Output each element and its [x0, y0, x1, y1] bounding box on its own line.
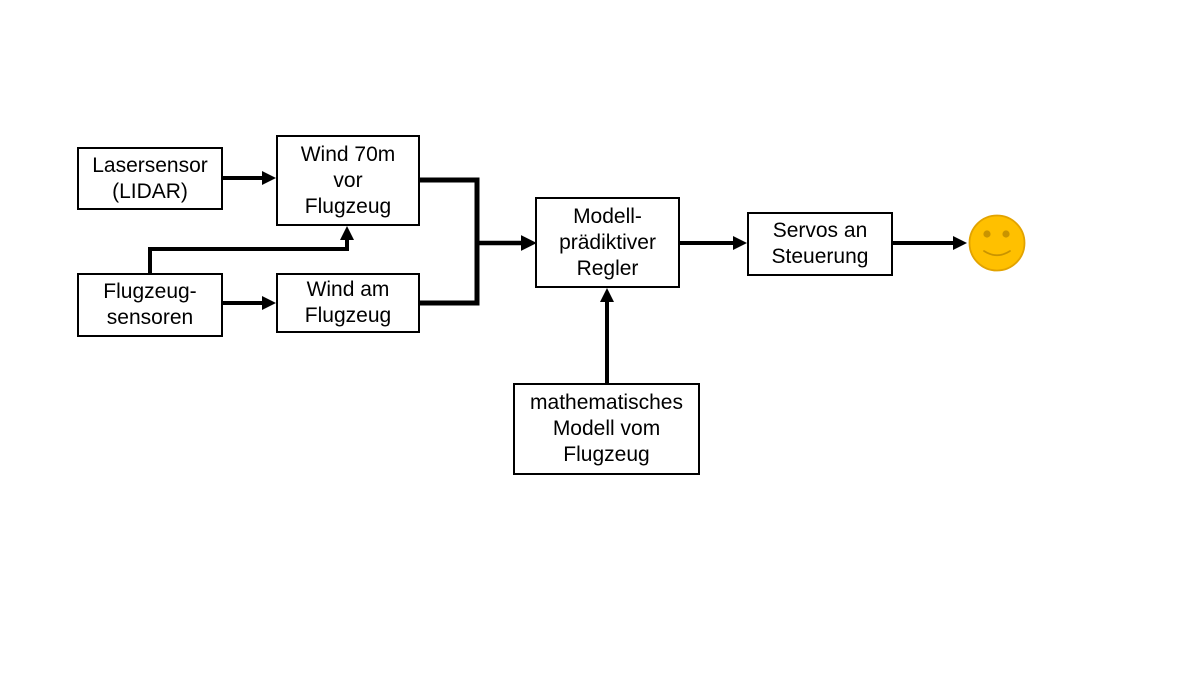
node-wind-70m-vor-flugzeug: Wind 70m vor Flugzeug [276, 135, 420, 226]
node-flugzeugsensoren: Flugzeug- sensoren [77, 273, 223, 337]
node-label: Lasersensor (LIDAR) [92, 153, 208, 203]
node-label: Wind am Flugzeug [304, 278, 392, 327]
smiley-face-icon [968, 214, 1026, 272]
node-label: Servos an Steuerung [771, 219, 869, 268]
node-label: Wind 70m vor Flugzeug [300, 142, 396, 218]
node-label: Modell- prädiktiver Regler [559, 204, 656, 280]
smiley-mouth [983, 250, 1011, 257]
connector-merge-bracket [420, 177, 480, 306]
connector-flugzeugsensoren-to-wind70m [148, 226, 354, 273]
smiley-right-eye [1002, 230, 1010, 238]
node-servos-an-steuerung: Servos an Steuerung [747, 212, 893, 276]
smiley-left-eye [983, 230, 991, 238]
node-wind-am-flugzeug: Wind am Flugzeug [276, 273, 420, 333]
node-label: mathematisches Modell vom Flugzeug [530, 391, 683, 466]
node-modellpraediktiver-regler: Modell- prädiktiver Regler [535, 197, 680, 288]
node-lasersensor-lidar: Lasersensor (LIDAR) [77, 147, 223, 210]
node-mathematisches-modell: mathematisches Modell vom Flugzeug [513, 383, 700, 475]
smiley-head [968, 214, 1026, 272]
node-label: Flugzeug- sensoren [103, 280, 197, 329]
